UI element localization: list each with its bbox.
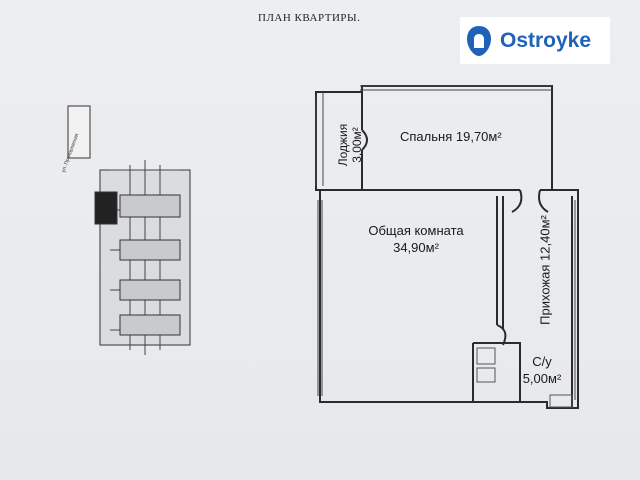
hallway-name: Прихожая xyxy=(537,264,553,325)
plan-title: ПЛАН КВАРТИРЫ. xyxy=(258,12,361,24)
loggia-area: 3,00м² xyxy=(350,127,364,163)
keyplan xyxy=(67,105,191,355)
wall-living-right xyxy=(496,196,504,330)
hallway-area: 12,40м² xyxy=(537,215,553,261)
bedroom-name: Спальня xyxy=(400,129,453,144)
door-arc-1 xyxy=(511,189,523,213)
bathroom-name: С/у xyxy=(532,354,552,369)
bathroom-area: 5,00м² xyxy=(522,371,562,386)
living-name: Общая комната xyxy=(368,223,464,238)
wall-bath xyxy=(472,342,521,402)
room-label-living: Общая комната 34,90м² xyxy=(356,222,476,256)
bedroom-area: 19,70м² xyxy=(455,129,502,144)
ostroyke-logo-icon xyxy=(467,25,491,56)
door-arc-living xyxy=(496,324,507,346)
room-label-bathroom: С/у 5,00м² xyxy=(512,353,572,387)
logo-text: Ostroyke xyxy=(500,28,592,52)
room-label-loggia: Лоджия 3,00м² xyxy=(330,100,370,190)
door-arc-bedroom xyxy=(361,129,368,151)
logo: Ostroyke xyxy=(460,17,610,64)
loggia-name: Лоджия xyxy=(336,123,350,167)
room-label-hallway: Прихожая 12,40м² xyxy=(530,190,560,350)
room-label-bedroom: Спальня 19,70м² xyxy=(400,128,502,145)
door-arc-2 xyxy=(538,189,549,213)
living-area: 34,90м² xyxy=(393,240,439,255)
